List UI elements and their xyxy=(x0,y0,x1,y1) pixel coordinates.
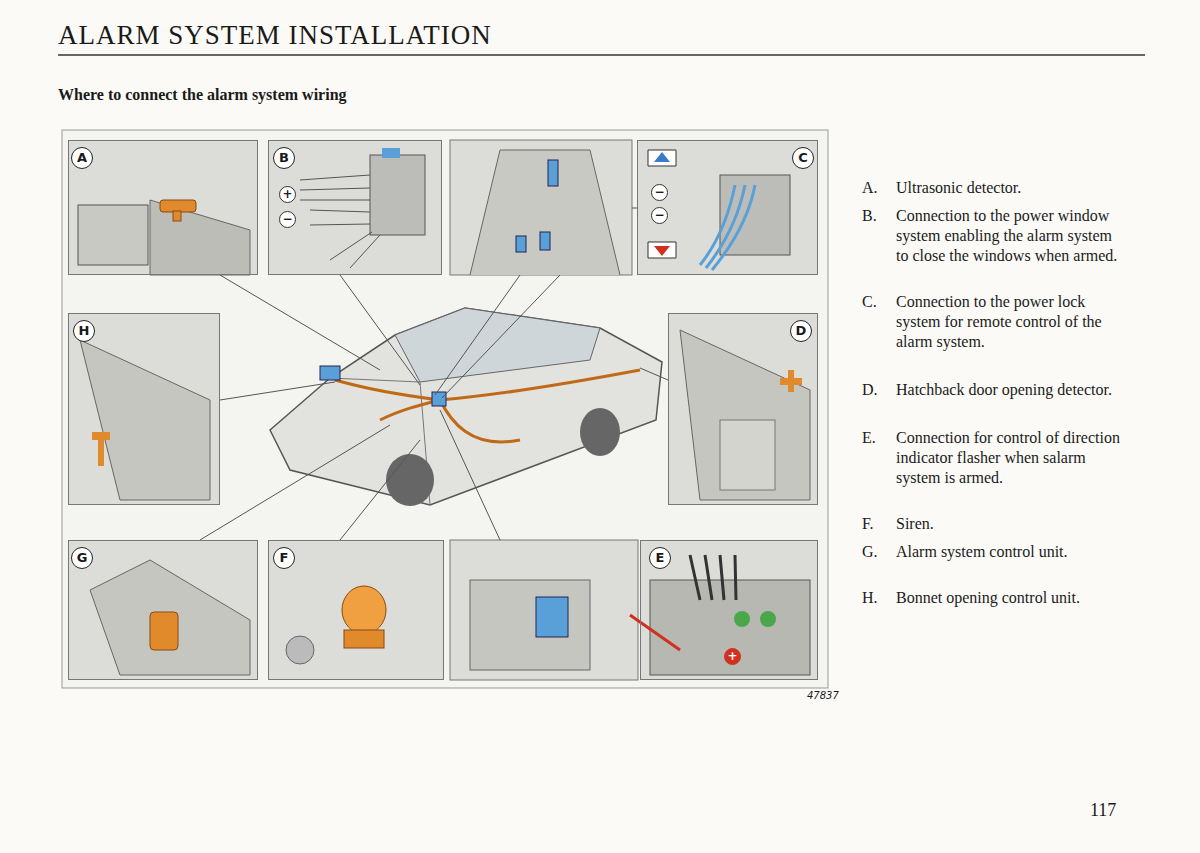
panel-letter: B xyxy=(273,147,295,169)
polarity-symbol: + xyxy=(724,648,741,665)
illustration-panel: H xyxy=(68,313,220,505)
key-letter: H. xyxy=(862,588,878,608)
key-letter: G. xyxy=(862,542,878,562)
key-letter: F. xyxy=(862,514,874,534)
panel-letter: F xyxy=(273,547,295,569)
illustration-panel: D xyxy=(668,313,818,505)
key-letter: A. xyxy=(862,178,878,198)
key-letter: C. xyxy=(862,292,877,312)
illustration-panel: A xyxy=(68,140,258,275)
subheading: Where to connect the alarm system wiring xyxy=(58,86,347,104)
page-number: 117 xyxy=(1090,800,1116,821)
key-description: Alarm system control unit. xyxy=(896,542,1124,562)
illustration-panel: B xyxy=(268,140,442,275)
key-description: Siren. xyxy=(896,514,1124,534)
panel-letter: A xyxy=(71,147,93,169)
key-description: Hatchback door opening detector. xyxy=(896,380,1124,400)
key-description: Connection to the power window system en… xyxy=(896,206,1124,266)
panel-letter: D xyxy=(790,320,812,342)
polarity-symbol: − xyxy=(651,184,668,201)
polarity-symbol: − xyxy=(651,207,668,224)
key-description: Bonnet opening control unit. xyxy=(896,588,1124,608)
key-letter: E. xyxy=(862,428,876,448)
polarity-symbol: + xyxy=(279,186,296,203)
illustration-panel: F xyxy=(268,540,444,680)
polarity-symbol: − xyxy=(279,211,296,228)
illustration-panel: G xyxy=(68,540,258,680)
key-description: Connection to the power lock system for … xyxy=(896,292,1124,352)
figure-number: 47837 xyxy=(807,690,839,701)
panel-letter: H xyxy=(73,320,95,342)
key-letter: B. xyxy=(862,206,877,226)
panel-letter: E xyxy=(649,547,671,569)
panel-letter: C xyxy=(792,147,814,169)
panel-letter: G xyxy=(71,547,93,569)
key-description: Ultrasonic detector. xyxy=(896,178,1124,198)
key-letter: D. xyxy=(862,380,878,400)
key-description: Connection for control of direction indi… xyxy=(896,428,1124,488)
page-title: ALARM SYSTEM INSTALLATION xyxy=(58,20,492,51)
